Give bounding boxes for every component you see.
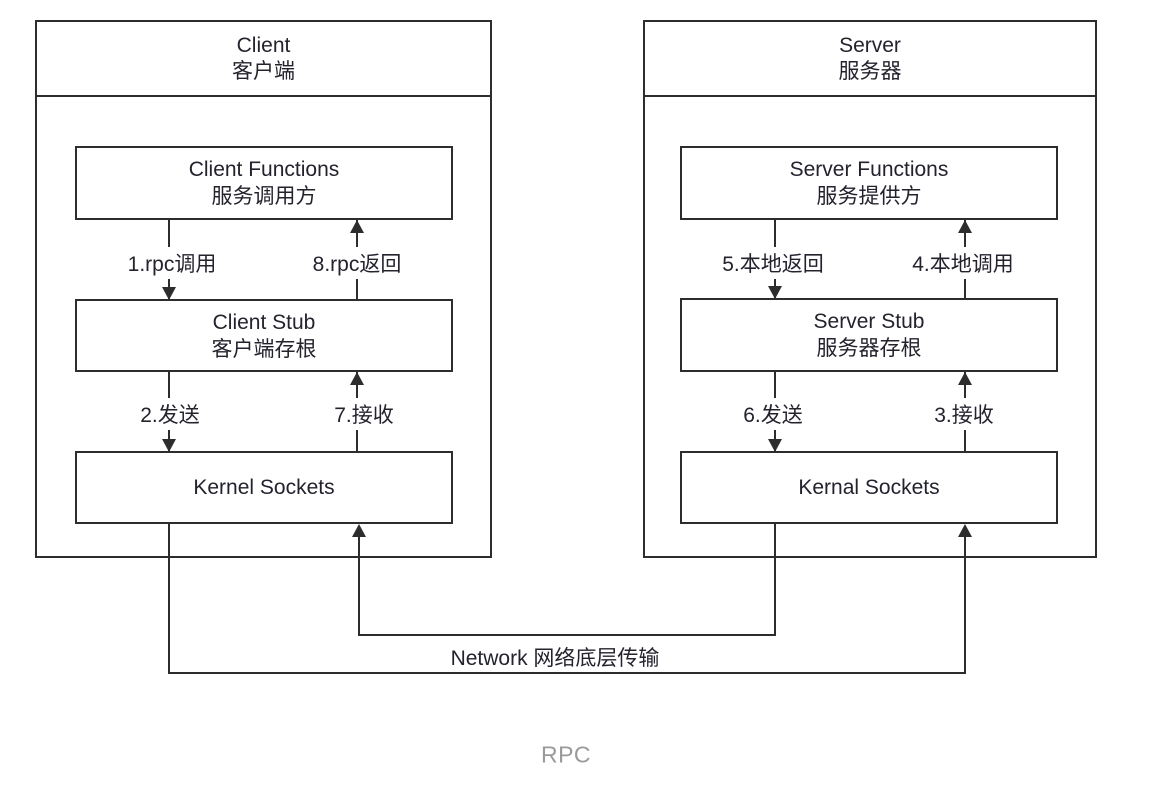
client-title-en: Client [236, 33, 291, 57]
label-step8: 8.rpc返回 [309, 247, 405, 279]
client-kernel-sockets-box: Kernel Sockets [75, 451, 453, 524]
label-step2: 2.发送 [137, 398, 203, 430]
network-send-vertical-left [168, 524, 170, 674]
server-title-en: Server [839, 33, 901, 57]
client-title-zh: 客户端 [232, 59, 295, 83]
arrow-step1-head-down-icon [162, 287, 176, 300]
network-send-vertical-right [964, 536, 966, 674]
server-kernal-sockets-label: Kernal Sockets [798, 476, 940, 499]
label-step1: 1.rpc调用 [124, 247, 220, 279]
client-container-box: Client 客户端 [35, 20, 492, 558]
client-functions-label-zh: 服务调用方 [211, 185, 317, 208]
arrow-step5-head-down-icon [768, 286, 782, 299]
diagram-caption: RPC [540, 741, 592, 768]
network-return-head-up-icon [352, 524, 366, 537]
arrow-step6-head-down-icon [768, 439, 782, 452]
server-functions-box: Server Functions 服务提供方 [680, 146, 1058, 220]
client-stub-label-zh: 客户端存根 [211, 337, 317, 361]
arrow-step2-head-down-icon [162, 439, 176, 452]
arrow-step7-head-up-icon [350, 372, 364, 385]
arrow-step8-head-up-icon [350, 220, 364, 233]
client-kernel-sockets-label: Kernel Sockets [193, 476, 335, 499]
client-stub-box: Client Stub 客户端存根 [75, 299, 453, 372]
label-step3: 3.接收 [931, 398, 997, 430]
network-send-horizontal [168, 672, 966, 674]
server-stub-box: Server Stub 服务器存根 [680, 298, 1058, 372]
server-kernal-sockets-box: Kernal Sockets [680, 451, 1058, 524]
network-label: Network 网络底层传输 [446, 642, 664, 672]
server-stub-label-zh: 服务器存根 [816, 337, 922, 360]
client-header: Client 客户端 [37, 22, 490, 97]
network-send-head-up-icon [958, 524, 972, 537]
server-functions-label-en: Server Functions [789, 158, 949, 181]
server-header: Server 服务器 [645, 22, 1095, 97]
network-return-horizontal [358, 634, 776, 636]
label-step7: 7.接收 [331, 398, 397, 430]
client-functions-label-en: Client Functions [188, 158, 340, 181]
server-title-zh: 服务器 [838, 59, 902, 83]
network-return-vertical-left [358, 536, 360, 636]
server-functions-label-zh: 服务提供方 [816, 185, 922, 208]
server-container-box: Server 服务器 [643, 20, 1097, 558]
client-functions-box: Client Functions 服务调用方 [75, 146, 453, 220]
label-step5: 5.本地返回 [719, 247, 827, 279]
client-stub-label-en: Client Stub [212, 310, 316, 334]
server-stub-label-en: Server Stub [813, 310, 925, 333]
network-return-vertical-right [774, 524, 776, 636]
label-step6: 6.发送 [740, 398, 806, 430]
arrow-step4-head-up-icon [958, 220, 972, 233]
label-step4: 4.本地调用 [909, 247, 1017, 279]
arrow-step3-head-up-icon [958, 372, 972, 385]
